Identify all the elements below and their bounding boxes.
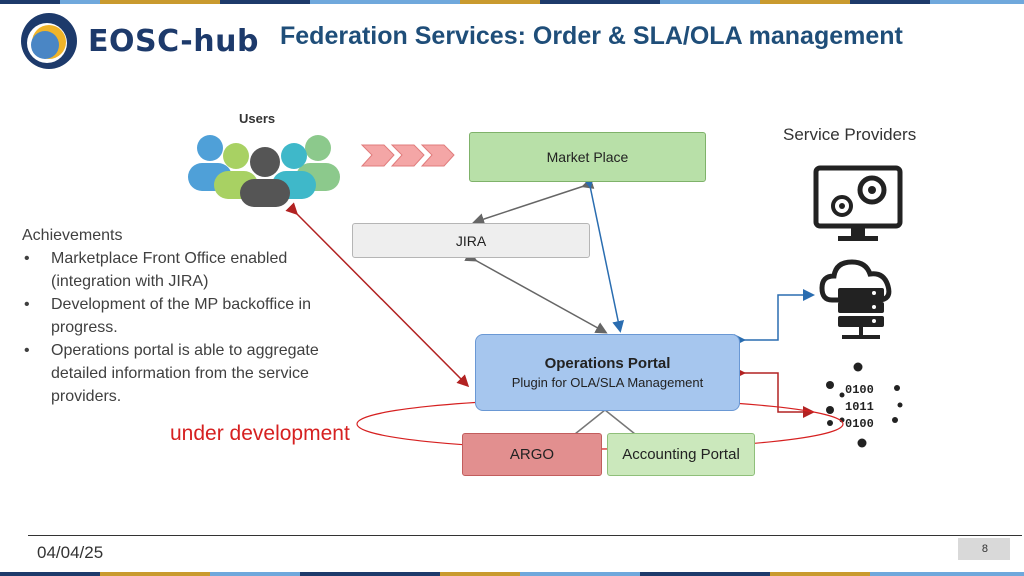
operations-portal-subtitle: Plugin for OLA/SLA Management <box>511 375 704 390</box>
service-providers-label: Service Providers <box>783 125 917 144</box>
users-icon <box>188 135 340 207</box>
arrow-market-ops <box>582 175 625 333</box>
arrow-ops-server <box>734 289 815 346</box>
achievements-block: Achievements Marketplace Front Office en… <box>22 224 342 408</box>
accounting-portal-label: Accounting Portal <box>622 446 740 463</box>
operations-portal-box: Operations Portal Plugin for OLA/SLA Man… <box>475 334 740 411</box>
arrow-ops-data <box>734 367 815 418</box>
operations-portal-title: Operations Portal <box>544 355 671 372</box>
cloud-server-icon <box>819 259 892 339</box>
under-development-label: under development <box>170 422 350 445</box>
logo-text: EOSC-hub <box>88 23 259 59</box>
argo-box: ARGO <box>462 433 602 476</box>
ops-children-connector <box>574 409 636 435</box>
eosc-hub-logo: EOSC-hub <box>20 12 259 70</box>
market-place-label: Market Place <box>546 149 629 165</box>
bottom-color-stripe <box>0 572 1024 576</box>
achievements-list: Marketplace Front Office enabled (integr… <box>22 247 342 408</box>
achievement-item: Marketplace Front Office enabled (integr… <box>22 247 342 293</box>
achievement-item: Operations portal is able to aggregate d… <box>22 339 342 408</box>
binary-data-icon: 0100 1011 0100 <box>826 362 903 448</box>
achievement-item: Development of the MP backoffice in prog… <box>22 293 342 339</box>
flow-chevrons <box>360 144 455 167</box>
jira-label: JIRA <box>455 232 487 249</box>
footer-divider <box>28 535 1022 536</box>
eosc-logo-icon <box>21 13 77 69</box>
binary-row: 0100 <box>845 417 874 431</box>
argo-label: ARGO <box>509 446 555 463</box>
arrow-market-jira <box>472 177 595 225</box>
binary-row: 0100 <box>845 383 874 397</box>
arrow-jira-ops <box>464 250 608 334</box>
achievements-heading: Achievements <box>22 227 123 244</box>
binary-row: 1011 <box>845 400 874 414</box>
monitor-gears-icon <box>813 165 903 241</box>
accounting-portal-box: Accounting Portal <box>607 433 755 476</box>
users-label: Users <box>239 111 276 126</box>
footer-date: 04/04/25 <box>37 543 104 562</box>
slide-title: Federation Services: Order & SLA/OLA man… <box>280 22 903 50</box>
page-number: 8 <box>958 538 1010 560</box>
jira-box: JIRA <box>352 223 590 258</box>
top-color-stripe <box>0 0 1024 4</box>
market-place-box: Market Place <box>469 132 706 182</box>
arrow-users-ops <box>285 202 470 388</box>
